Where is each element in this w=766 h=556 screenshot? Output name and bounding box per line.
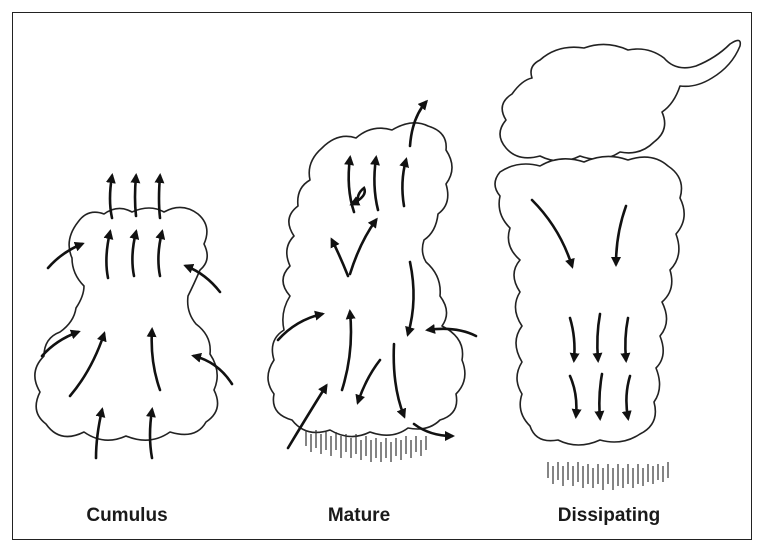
mature-outflow-arrow <box>412 422 455 441</box>
dissipating-downdraft-arrow <box>620 316 631 363</box>
cumulus-updraft-arrow <box>130 173 141 218</box>
mature-updraft-arrow <box>408 99 428 148</box>
cumulus-updraft-arrow <box>68 331 107 398</box>
cumulus-updraft-arrow <box>146 327 162 392</box>
mature-updraft-arrow <box>286 383 328 450</box>
cumulus-inflow-arrow <box>191 352 234 386</box>
dissipating-downdraft-arrow <box>568 374 582 419</box>
cumulus-updraft-arrow <box>155 229 166 278</box>
cumulus-updraft-arrow <box>145 407 156 460</box>
dissipating-downdraft-arrow <box>530 198 575 269</box>
mature-updraft-arrow <box>348 217 378 276</box>
dissipating-downdraft-arrow <box>592 312 603 363</box>
mature-downdraft-arrow <box>405 260 415 337</box>
dissipating-cloud-group <box>494 39 742 490</box>
cumulus-cloud <box>34 206 219 441</box>
mature-precipitation <box>305 430 427 462</box>
mature-updraft-arrow <box>330 237 350 278</box>
cumulus-updraft-arrow <box>105 173 116 220</box>
dissipating-downdraft-arrow <box>594 372 605 421</box>
mature-downdraft-arrow <box>392 342 407 419</box>
cumulus-updraft-arrow <box>103 229 114 280</box>
mature-updraft-arrow <box>344 155 356 214</box>
mature-inflow-arrow <box>425 324 478 338</box>
mature-updraft-arrow <box>349 186 367 206</box>
mature-cloud <box>267 122 466 438</box>
mature-updraft-arrow <box>399 157 409 208</box>
dissipating-downdraft-arrow <box>568 316 580 363</box>
dissipating-precipitation <box>547 462 669 490</box>
stage-label-cumulus: Cumulus <box>86 505 168 526</box>
cumulus-updraft-arrow <box>94 407 106 460</box>
dissipating-cloud <box>494 155 685 446</box>
dissipating-downdraft-arrow <box>611 204 628 267</box>
cumulus-inflow-arrow <box>183 263 222 294</box>
dissipating-downdraft-arrow <box>621 374 632 421</box>
cumulus-inflow-arrow <box>46 241 85 270</box>
mature-downdraft-arrow <box>355 358 382 405</box>
dissipating-anvil <box>499 39 742 162</box>
cumulus-inflow-arrow <box>40 329 81 358</box>
cumulus-updraft-arrow <box>154 173 165 220</box>
cumulus-updraft-arrow <box>129 229 140 278</box>
stage-label-mature: Mature <box>327 505 391 526</box>
mature-updraft-arrow <box>340 309 356 392</box>
mature-inflow-arrow <box>276 310 325 342</box>
mature-cloud-group <box>267 99 478 462</box>
stage-label-dissipating: Dissipating <box>557 505 661 526</box>
mature-updraft-arrow <box>370 155 380 212</box>
cumulus-cloud-group <box>34 173 234 460</box>
